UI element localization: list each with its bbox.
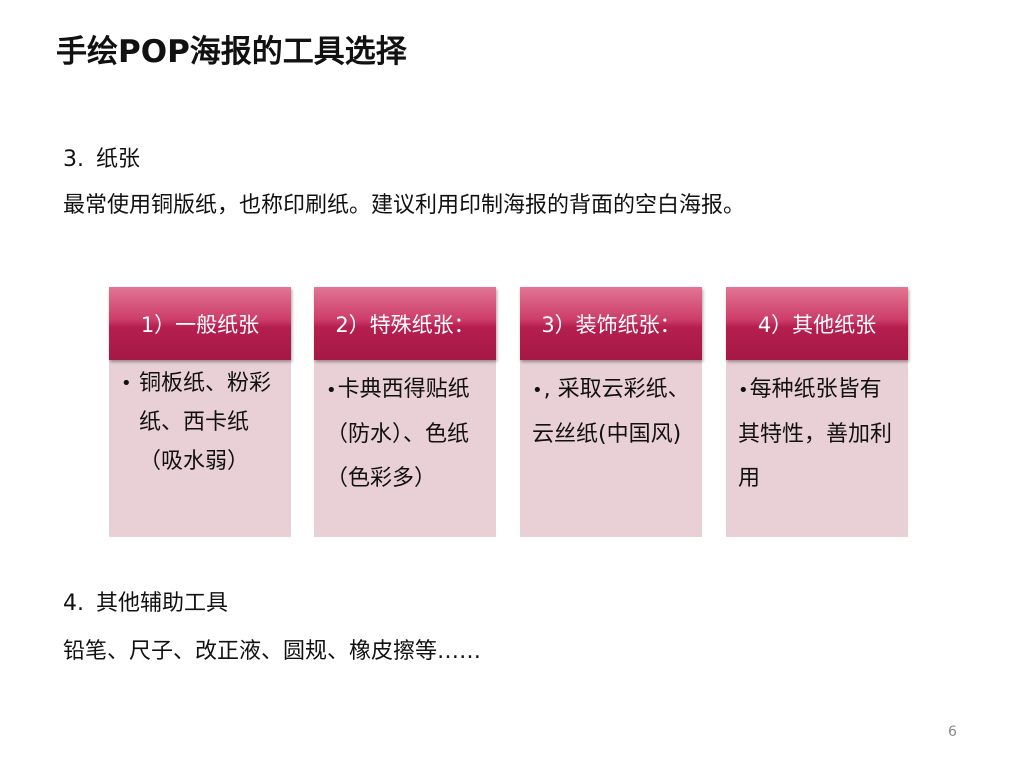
- section-paper-title: 纸张: [96, 147, 141, 172]
- bullet-icon: •: [326, 380, 337, 401]
- slide-title: 手绘POP海报的工具选择: [56, 34, 407, 70]
- section-paper-heading: 3. 纸张: [63, 141, 140, 173]
- section-paper-number: 3.: [63, 147, 84, 172]
- card-header: 1）一般纸张: [109, 287, 291, 360]
- paper-card-special: 2）特殊纸张： •卡典西得贴纸（防水）、色纸（色彩多）: [314, 287, 496, 537]
- card-body: •, 采取云彩纸、云丝纸(中国风): [520, 360, 702, 537]
- card-header: 3）装饰纸张：: [520, 287, 702, 360]
- section-paper-body: 最常使用铜版纸，也称印刷纸。建议利用印制海报的背面的空白海报。: [63, 193, 746, 218]
- section-tools-body: 铅笔、尺子、改正液、圆规、橡皮擦等……: [63, 639, 482, 664]
- card-text: 铜板纸、粉彩纸、西卡纸（吸水弱）: [139, 371, 272, 474]
- card-text: , 采取云彩纸、云丝纸(中国风): [532, 377, 690, 447]
- bullet-icon: •: [532, 380, 543, 401]
- paper-card-other: 4）其他纸张 •每种纸张皆有其特性，善加利用: [726, 287, 908, 537]
- card-text: 卡典西得贴纸（防水）、色纸（色彩多）: [326, 377, 470, 491]
- bullet-icon: •: [738, 380, 749, 401]
- card-body: •每种纸张皆有其特性，善加利用: [726, 360, 908, 537]
- page-number: 6: [948, 724, 957, 740]
- bullet-icon: •: [121, 373, 132, 394]
- section-tools-heading: 4. 其他辅助工具: [63, 585, 228, 617]
- card-body: • 铜板纸、粉彩纸、西卡纸（吸水弱）: [109, 360, 291, 537]
- card-header: 2）特殊纸张：: [314, 287, 496, 360]
- card-header: 4）其他纸张: [726, 287, 908, 360]
- section-tools-number: 4.: [63, 591, 84, 616]
- card-body: •卡典西得贴纸（防水）、色纸（色彩多）: [314, 360, 496, 537]
- section-tools-title: 其他辅助工具: [96, 591, 229, 616]
- paper-card-decorative: 3）装饰纸张： •, 采取云彩纸、云丝纸(中国风): [520, 287, 702, 537]
- card-text: 每种纸张皆有其特性，善加利用: [738, 377, 893, 491]
- paper-card-general: 1）一般纸张 • 铜板纸、粉彩纸、西卡纸（吸水弱）: [109, 287, 291, 537]
